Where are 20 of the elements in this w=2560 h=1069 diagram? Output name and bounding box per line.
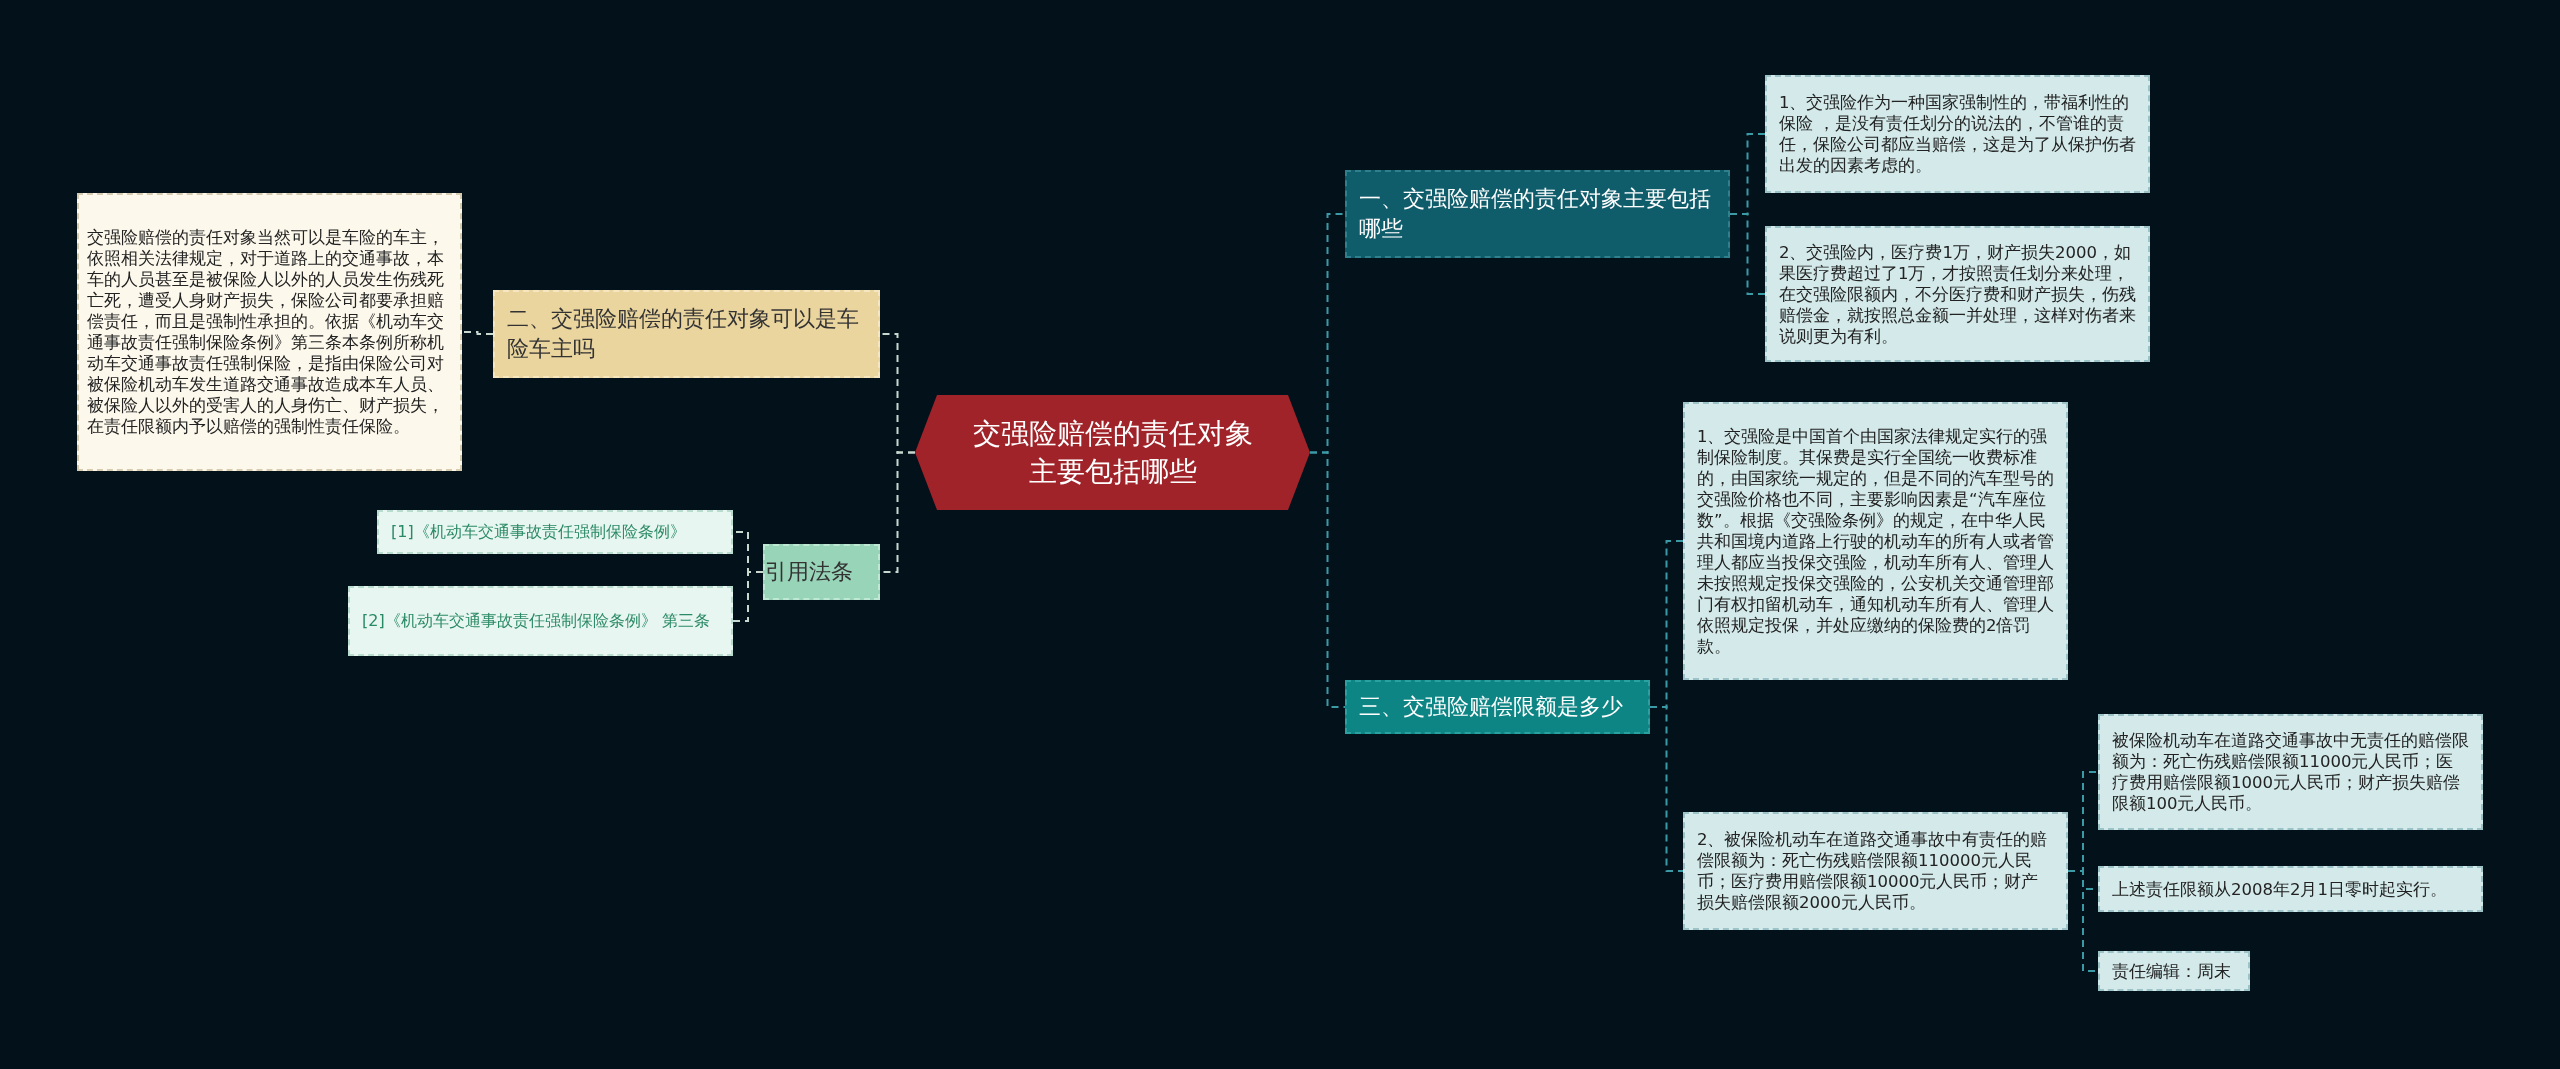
branch-topic: 三、交强险赔偿限额是多少 <box>1345 680 1650 734</box>
connector-line <box>1729 213 1766 295</box>
connector-line <box>1309 451 1346 708</box>
reference-card: [1]《机动车交通事故责任强制保险条例》 <box>377 510 733 554</box>
note-card: 2、交强险内，医疗费1万，财产损失2000，如果医疗费超过了1万，才按照责任划分来处理，在交强险限额内，不分医疗费和财产损失，伤残赔偿金，就按照总金额一并处理，这样对伤者来说则更为有利。 <box>1765 226 2150 362</box>
note-card: 被保险机动车在道路交通事故中无责任的赔偿限额为：死亡伤残赔偿限额11000元人民币；医疗费用赔偿限额1000元人民币；财产损失赔偿限额100元人民币。 <box>2098 714 2483 830</box>
branch-topic: 引用法条 <box>763 544 880 600</box>
connector-line <box>461 331 494 335</box>
note-card: 2、被保险机动车在道路交通事故中有责任的赔偿限额为：死亡伤残赔偿限额110000元人民币；医疗费用赔偿限额10000元人民币；财产损失赔偿限额2000元人民币。 <box>1683 812 2068 930</box>
branch-topic: 二、交强险赔偿的责任对象可以是车险车主吗 <box>493 290 880 378</box>
note-card: 1、交强险作为一种国家强制性的，带福利性的保险 ，是没有责任划分的说法的，不管谁的责任，保险公司都应当赔偿，这是为了从保护伤者出发的因素考虑的。 <box>1765 75 2150 193</box>
reference-card: [2]《机动车交通事故责任强制保险条例》 第三条 <box>348 586 733 656</box>
note-card: 交强险赔偿的责任对象当然可以是车险的车主，依照相关法律规定，对于道路上的交通事故，本车的人员甚至是被保险人以外的人员发生伤残死亡死，遭受人身财产损失，保险公司都要承担赔偿责任，而且是强制性承担的。依据《机动车交通事故责任强制保险条例》第三条本条例所称机动车交通事故责任强制保险，是指由保险公司对被保险机动车发生道路交通事故造成本车人员、被保险人以外的受害人的人身伤亡、财产损失，在责任限额内予以赔偿的强制性责任保险。 <box>77 193 462 471</box>
branch-topic: 一、交强险赔偿的责任对象主要包括哪些 <box>1345 170 1730 258</box>
central-topic: 交强险赔偿的责任对象主要包括哪些 <box>915 395 1310 510</box>
connector-line <box>1649 706 1684 872</box>
note-card: 上述责任限额从2008年2月1日零时起实行。 <box>2098 866 2483 912</box>
note-card: 责任编辑：周末 <box>2098 951 2250 991</box>
connector-line <box>732 571 764 622</box>
note-card: 1、交强险是中国首个由国家法律规定实行的强制保险制度。其保费是实行全国统一收费标准的，由国家统一规定的，但是不同的汽车型号的交强险价格也不同，主要影响因素是“汽车座位数”。根据《交强险条例》的规定，在中华人民共和国境内道路上行驶的机动车的所有人或者管理人都应当投保交强险，机动车所有人、管理人未按照规定投保交强险的，公安机关交通管理部门有权扣留机动车，通知机动车所有人、管理人依照规定投保，并处应缴纳的保险费的2倍罚款。 <box>1683 402 2068 680</box>
